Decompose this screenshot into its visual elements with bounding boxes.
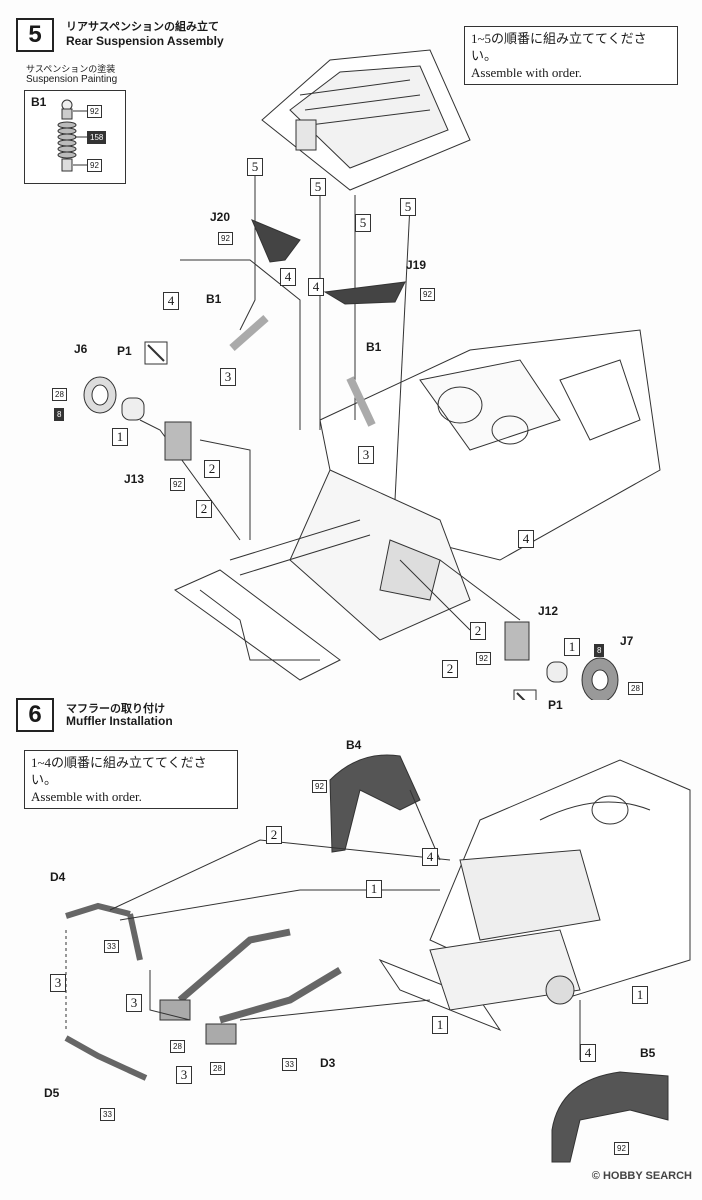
step-5-note-jp: 1~5の順番に組み立ててください。 — [471, 31, 647, 63]
order-mark-6-3a: 3 — [50, 974, 66, 992]
order-mark-5c: 5 — [355, 214, 371, 232]
color-code-d4: 33 — [104, 940, 119, 953]
order-mark-2b: 2 — [196, 500, 212, 518]
step-6-title-en: Muffler Installation — [66, 714, 173, 728]
order-mark-6-2: 2 — [266, 826, 282, 844]
order-mark-3b: 3 — [358, 446, 374, 464]
part-label-j19: J19 — [406, 258, 427, 272]
color-code-j19: 92 — [420, 288, 435, 301]
part-label-j12: J12 — [538, 604, 559, 618]
order-mark-5b: 5 — [310, 178, 326, 196]
paint-code-92-bottom: 92 — [87, 159, 102, 172]
order-mark-5a: 5 — [247, 158, 263, 176]
step-5-number: 5 — [16, 18, 54, 52]
color-code-b4: 92 — [312, 780, 327, 793]
painting-title-jp: サスペンションの塗装 — [26, 64, 116, 74]
copyright-mark: © — [591, 1170, 600, 1182]
order-mark-1b: 1 — [564, 638, 580, 656]
paint-code-158: 158 — [87, 131, 107, 144]
step-5-note-en: Assemble with order. — [471, 65, 582, 80]
hobby-search-watermark: © HOBBY SEARCH — [592, 1170, 692, 1182]
color-code-d5: 33 — [100, 1108, 115, 1121]
part-label-p1-left: P1 — [117, 344, 132, 358]
order-mark-5d: 5 — [400, 198, 416, 216]
order-mark-6-3b: 3 — [126, 994, 142, 1012]
step-5-order-note: 1~5の順番に組み立ててください。 Assemble with order. — [464, 26, 678, 85]
brand-name: HOBBY SEARCH — [602, 1170, 692, 1182]
order-mark-6-1b: 1 — [432, 1016, 448, 1034]
step-5-title-en: Rear Suspension Assembly — [66, 34, 224, 48]
step-5-title-jp: リアサスペンションの組み立て — [66, 21, 220, 33]
shock-absorber-illustration — [57, 99, 87, 172]
order-mark-4d: 4 — [518, 530, 534, 548]
order-mark-2c: 2 — [470, 622, 486, 640]
order-mark-2a: 2 — [204, 460, 220, 478]
part-label-d5: D5 — [44, 1086, 60, 1100]
color-code-j20: 92 — [218, 232, 233, 245]
suspension-painting-box: B1 92 158 92 — [24, 90, 126, 184]
order-mark-2d: 2 — [442, 660, 458, 678]
part-label-d3: D3 — [320, 1056, 336, 1070]
order-mark-4b: 4 — [308, 278, 324, 296]
color-code-b5: 92 — [614, 1142, 629, 1155]
step-6-number: 6 — [16, 698, 54, 732]
order-mark-4c: 4 — [163, 292, 179, 310]
step-6-note-jp: 1~4の順番に組み立ててください。 — [31, 755, 207, 787]
color-code-j6-8: 8 — [54, 408, 65, 421]
color-code-j7-28: 28 — [628, 682, 643, 695]
step-6-note-en: Assemble with order. — [31, 789, 142, 804]
color-code-j6-28: 28 — [52, 388, 67, 401]
order-mark-1a: 1 — [112, 428, 128, 446]
color-code-d3-28a: 28 — [170, 1040, 185, 1053]
color-code-j12: 92 — [476, 652, 491, 665]
color-code-j7-8: 8 — [594, 644, 605, 657]
part-label-j13: J13 — [124, 472, 145, 486]
part-label-b4: B4 — [346, 738, 362, 752]
color-code-d3-28b: 28 — [210, 1062, 225, 1075]
rear-suspension-diagram — [83, 49, 661, 700]
painting-part-label: B1 — [31, 95, 47, 109]
part-label-j6: J6 — [74, 342, 88, 356]
color-code-d3-33: 33 — [282, 1058, 297, 1071]
paint-code-92-top: 92 — [87, 105, 102, 118]
muffler-installation-diagram — [64, 754, 691, 1163]
part-label-p1-right: P1 — [548, 698, 563, 712]
order-mark-4a: 4 — [280, 268, 296, 286]
order-mark-6-4a: 4 — [422, 848, 438, 866]
part-label-b5: B5 — [640, 1046, 656, 1060]
color-code-j13: 92 — [170, 478, 185, 491]
part-label-j7: J7 — [620, 634, 634, 648]
order-mark-3a: 3 — [220, 368, 236, 386]
part-label-b1-left: B1 — [206, 292, 222, 306]
order-mark-6-1c: 1 — [632, 986, 648, 1004]
part-label-d4: D4 — [50, 870, 66, 884]
order-mark-6-3c: 3 — [176, 1066, 192, 1084]
order-mark-6-1a: 1 — [366, 880, 382, 898]
order-mark-6-4b: 4 — [580, 1044, 596, 1062]
part-label-j20: J20 — [210, 210, 231, 224]
painting-title-en: Suspension Painting — [26, 74, 118, 85]
step-6-order-note: 1~4の順番に組み立ててください。 Assemble with order. — [24, 750, 238, 809]
step-6-title-jp: マフラーの取り付け — [66, 703, 165, 715]
part-label-b1-right: B1 — [366, 340, 382, 354]
